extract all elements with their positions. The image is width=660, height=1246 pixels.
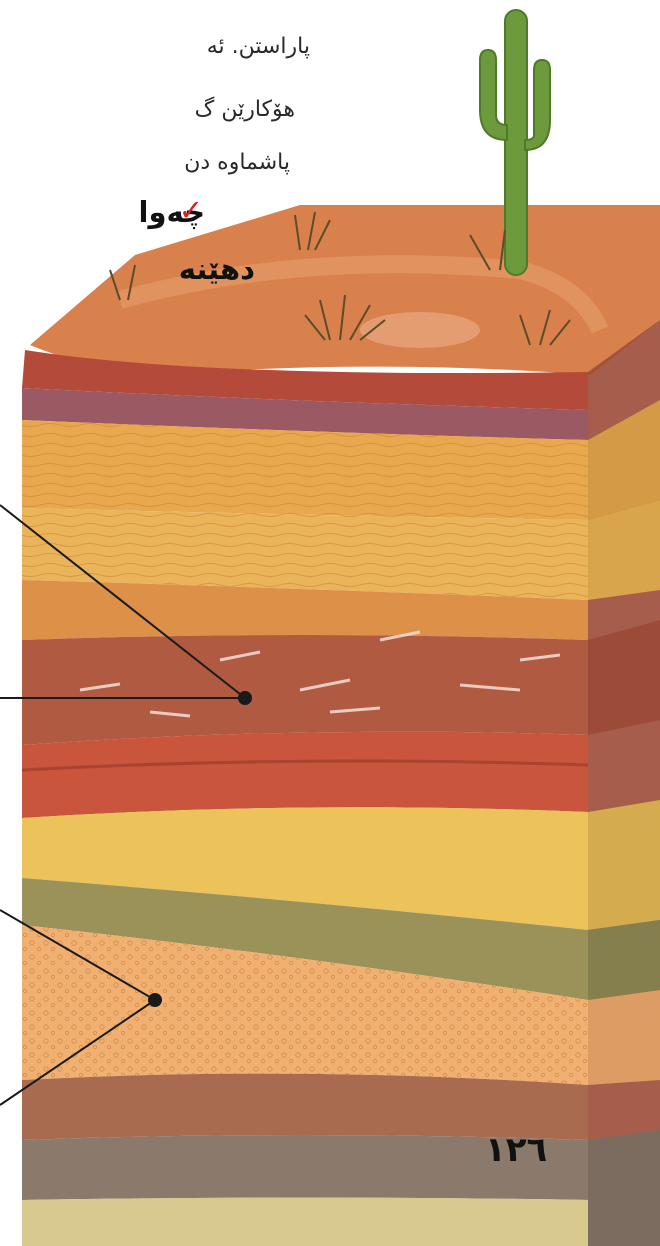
body-text-line-2: هۆکارێن گ — [195, 97, 295, 122]
question-check-mark: ✓ — [179, 193, 203, 227]
pointer-dot — [238, 691, 252, 705]
body-text-line-1: پاراستن. ئە — [207, 34, 310, 59]
question-line-2: دهێنە — [179, 252, 255, 286]
page-number: ١٢٦ — [485, 1130, 547, 1170]
layer-base — [22, 1198, 588, 1246]
layer-red-band — [22, 732, 588, 818]
body-text-line-3: پاشماوە دن — [184, 150, 290, 175]
pointer-dot — [148, 993, 162, 1007]
